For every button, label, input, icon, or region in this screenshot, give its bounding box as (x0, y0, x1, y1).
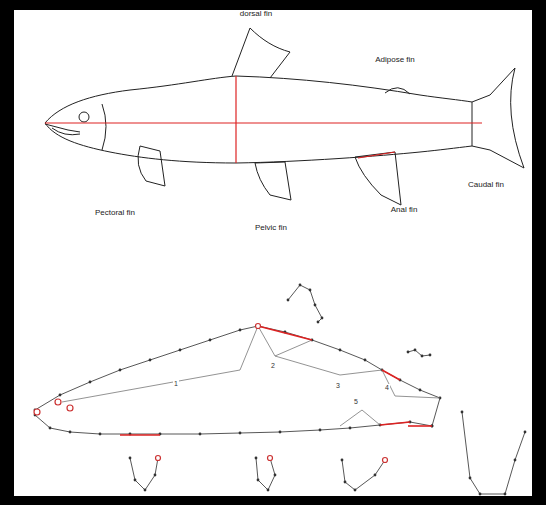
fin-label: Anal fin (390, 206, 419, 215)
callout-number: 4 (384, 384, 390, 392)
fin-label: Adipose fin (374, 56, 416, 65)
callout-number: 2 (270, 362, 276, 370)
fin-label: Pectoral fin (94, 209, 136, 218)
fin-label: dorsal fin (239, 10, 273, 19)
fin-label: Caudal fin (467, 181, 505, 190)
callout-number: 1 (173, 380, 179, 388)
fin-label: Pelvic fin (254, 224, 288, 233)
callout-number: 3 (335, 382, 341, 390)
callout-number: 5 (353, 398, 359, 406)
